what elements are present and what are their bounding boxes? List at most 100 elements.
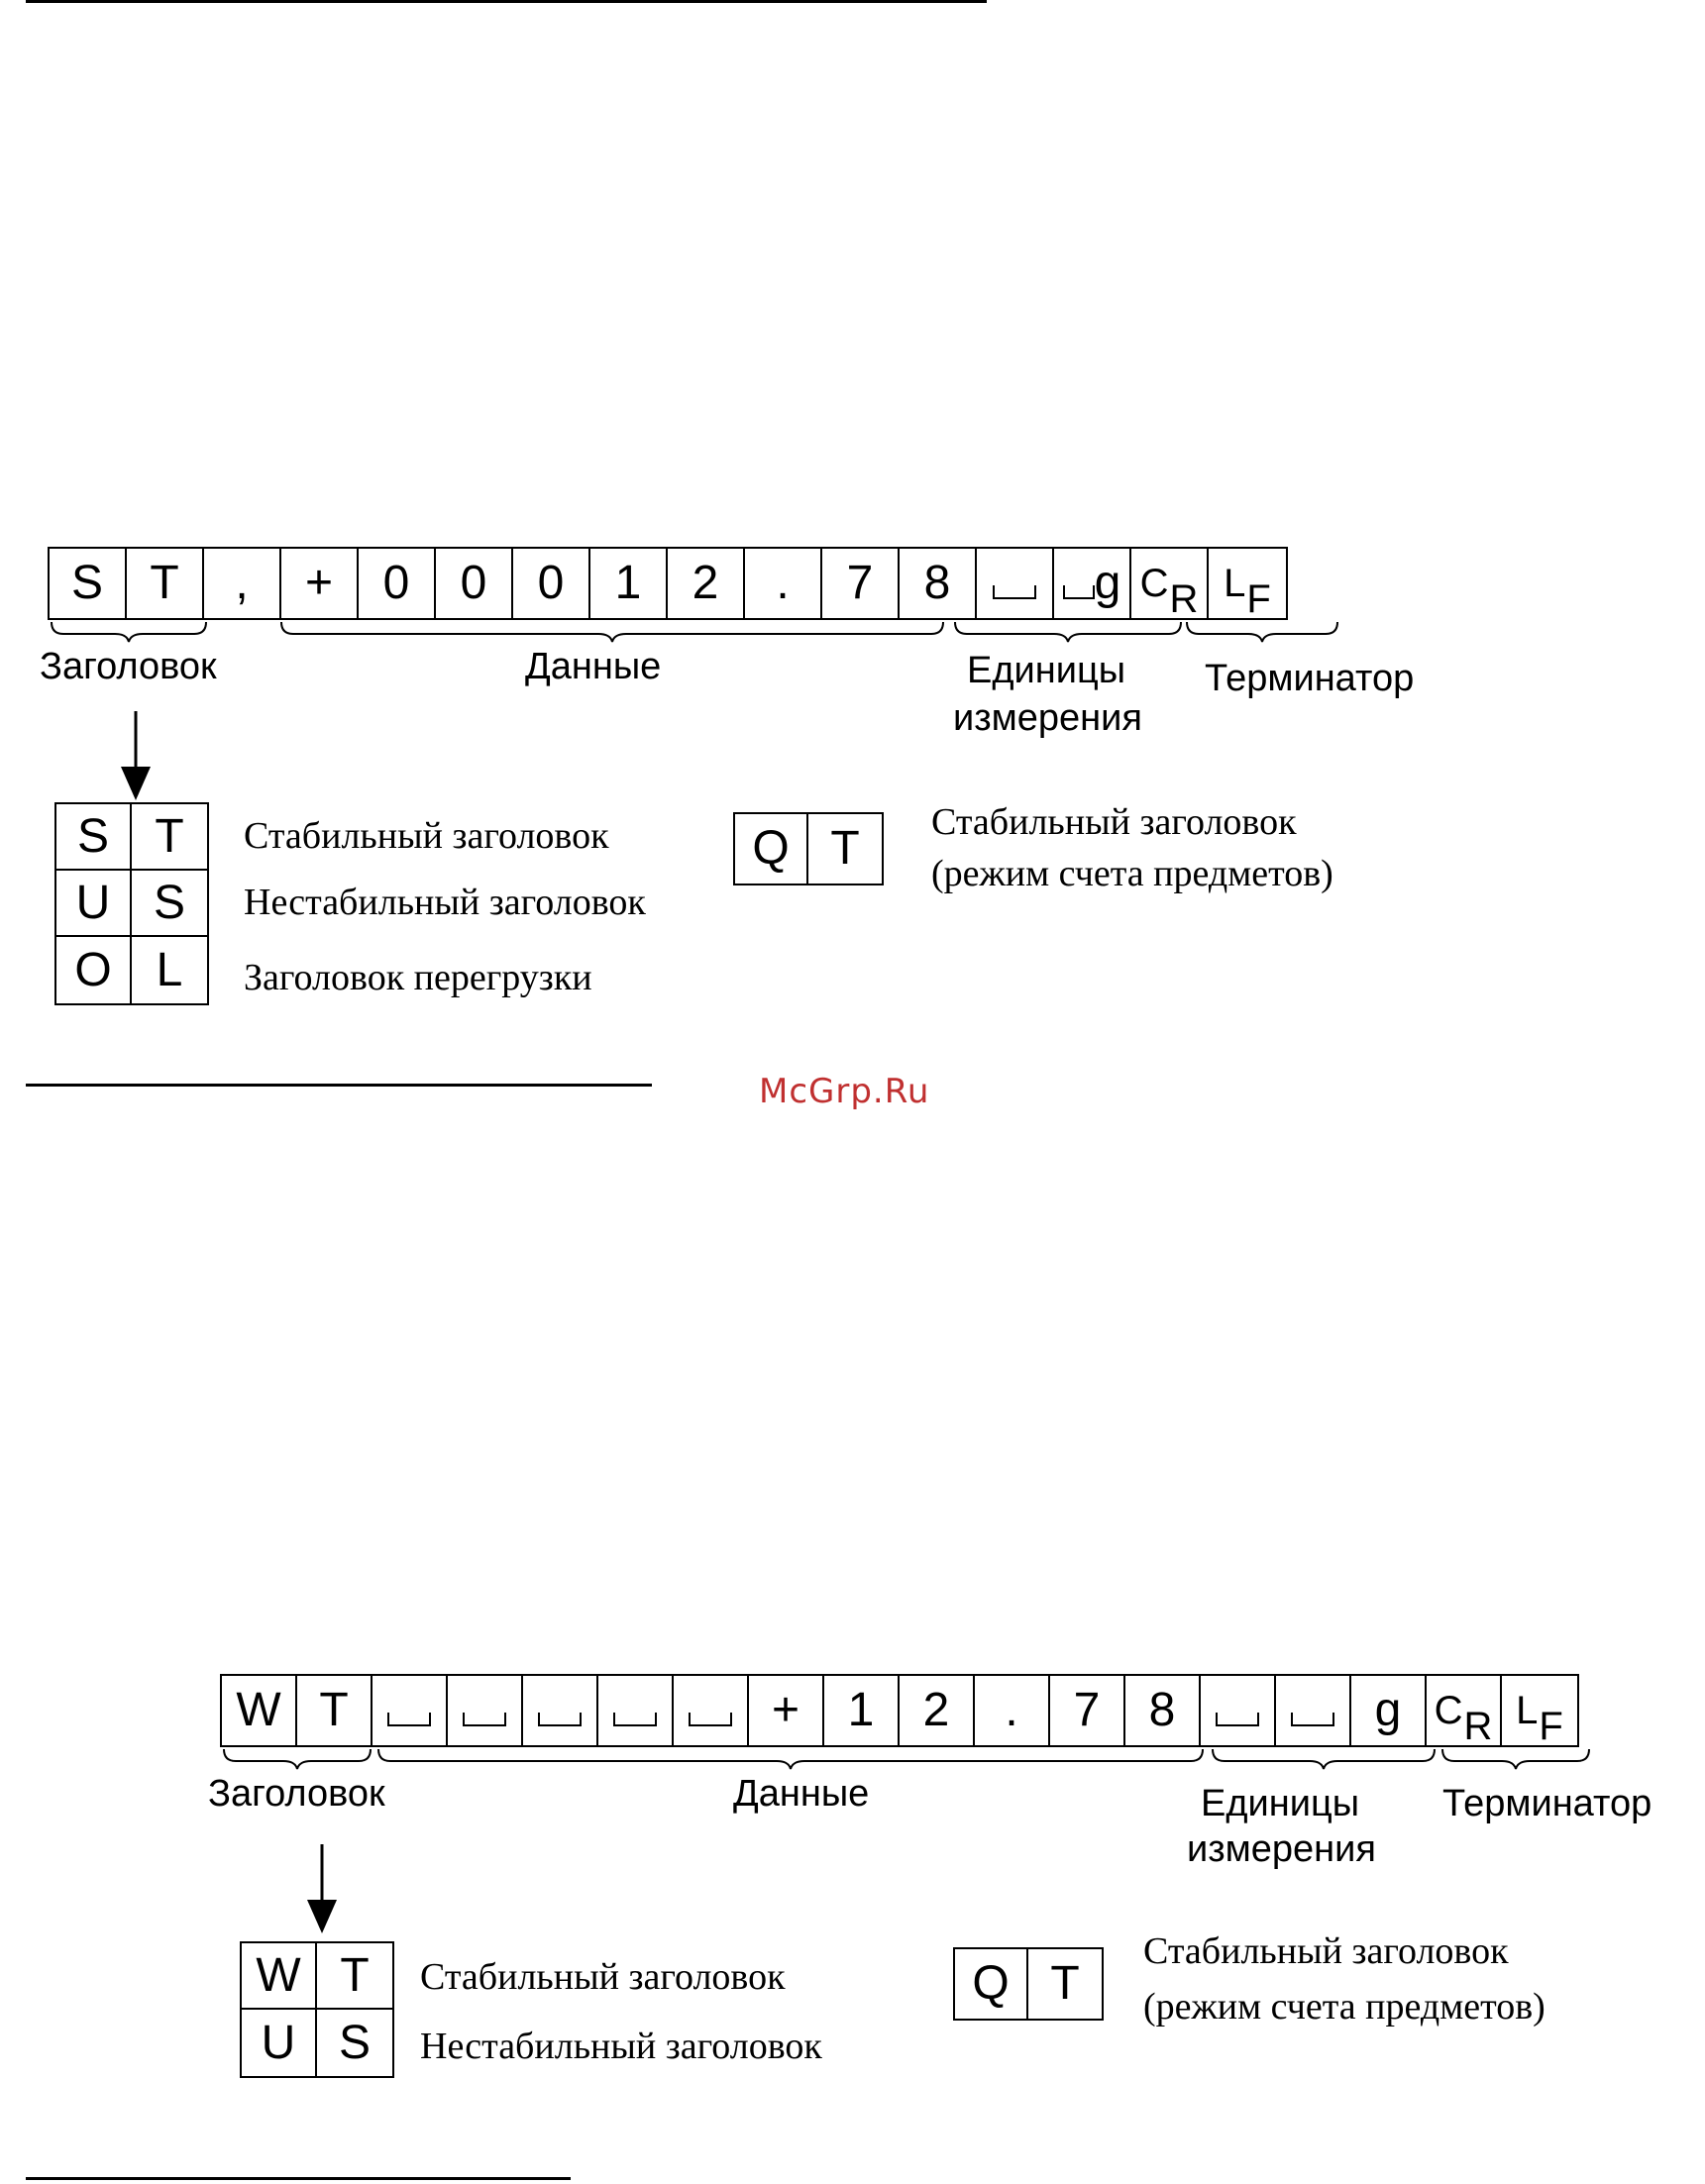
header-table-2: W T U S: [240, 1941, 394, 2078]
cell-decimal-point: .: [975, 1676, 1050, 1745]
header-cell: O: [56, 937, 132, 1003]
cell-space: [674, 1676, 749, 1745]
top-rule: [26, 0, 987, 3]
cell-space: [1276, 1676, 1351, 1745]
watermark: McGrp.Ru: [759, 1072, 930, 1111]
cell-space: [523, 1676, 598, 1745]
cell-char: T: [127, 549, 204, 618]
qt-desc-line2: (режим счета предметов): [1143, 1986, 1545, 2028]
header-cell: W: [242, 1943, 317, 2010]
cell-digit: 8: [1125, 1676, 1201, 1745]
brace-units-1: [954, 621, 1182, 643]
cell-digit: 0: [513, 549, 590, 618]
header-cell: U: [56, 871, 132, 937]
qt-box-2: Q T: [953, 1947, 1104, 2021]
header-desc-unstable: Нестабильный заголовок: [244, 882, 646, 923]
cell-digit: 2: [900, 1676, 975, 1745]
cell-sign: +: [281, 549, 359, 618]
cell-char: S: [50, 549, 127, 618]
space-icon: [1062, 585, 1095, 599]
brace-terminator-1: [1186, 621, 1338, 643]
cell-digit: 0: [436, 549, 513, 618]
header-cell: U: [242, 2010, 317, 2076]
space-icon: [689, 1713, 732, 1726]
middle-rule: [26, 1084, 652, 1087]
cell-digit: 0: [359, 549, 436, 618]
cell-digit: 2: [668, 549, 745, 618]
header-desc-stable: Стабильный заголовок: [244, 815, 609, 857]
cell-space: [373, 1676, 448, 1745]
space-icon: [538, 1713, 582, 1726]
header-cell: T: [317, 1943, 392, 2010]
cell-space: [1201, 1676, 1276, 1745]
arrow-down-icon: [121, 711, 151, 800]
label-units-line1: Единицы: [967, 650, 1126, 691]
qt-cell: Q: [735, 814, 808, 884]
header-desc-unstable: Нестабильный заголовок: [420, 2026, 822, 2067]
label-units-line2: измерения: [1187, 1828, 1376, 1870]
header-cell: S: [338, 2017, 371, 2069]
header-cell: L: [156, 944, 183, 996]
qt-box-1: Q T: [733, 812, 884, 885]
brace-units-2: [1212, 1748, 1436, 1770]
label-header: Заголовок: [40, 646, 217, 687]
brace-terminator-2: [1441, 1748, 1590, 1770]
cell-decimal-point: .: [745, 549, 822, 618]
cell-digit: 8: [900, 549, 977, 618]
label-units-line2: измерения: [953, 697, 1142, 739]
space-icon: [613, 1713, 657, 1726]
header-cell: T: [132, 804, 207, 871]
brace-data-2: [377, 1748, 1204, 1770]
qt-desc-line2: (режим счета предметов): [931, 853, 1333, 894]
qt-cell: T: [1050, 1957, 1080, 2010]
cell-space: [448, 1676, 523, 1745]
header-cell: S: [132, 871, 207, 937]
cell-digit: 1: [824, 1676, 900, 1745]
space-icon: [1291, 1713, 1334, 1726]
arrow-down-icon: [307, 1844, 337, 1933]
brace-header-1: [51, 621, 207, 643]
header-table-1: S T U S O L: [54, 802, 209, 1005]
label-terminator: Терминатор: [1205, 658, 1415, 699]
cell-char: W: [222, 1676, 297, 1745]
cell-space-unit: g: [1054, 549, 1131, 618]
qt-cell: T: [830, 822, 860, 875]
brace-data-1: [280, 621, 944, 643]
label-data: Данные: [733, 1773, 870, 1815]
space-icon: [1216, 1713, 1259, 1726]
cell-digit: 7: [822, 549, 900, 618]
label-header: Заголовок: [208, 1773, 385, 1815]
cell-digit: 1: [590, 549, 668, 618]
cell-space: [598, 1676, 674, 1745]
label-data: Данные: [525, 646, 662, 687]
unit-g: g: [1094, 557, 1121, 609]
cell-digit: 7: [1050, 1676, 1125, 1745]
header-desc-overload: Заголовок перегрузки: [244, 957, 592, 998]
qt-desc-line1: Стабильный заголовок: [931, 801, 1297, 843]
cell-comma: ,: [204, 549, 281, 618]
header-cell: S: [56, 804, 132, 871]
space-icon: [993, 585, 1036, 599]
brace-header-2: [223, 1748, 372, 1770]
space-icon: [463, 1713, 506, 1726]
qt-desc-line1: Стабильный заголовок: [1143, 1930, 1509, 1972]
space-icon: [387, 1713, 431, 1726]
label-units-line1: Единицы: [1201, 1783, 1360, 1824]
qt-cell: Q: [955, 1949, 1028, 2019]
label-terminator: Терминатор: [1442, 1783, 1652, 1824]
cell-sign: +: [749, 1676, 824, 1745]
header-desc-stable: Стабильный заголовок: [420, 1956, 786, 1998]
cell-unit: g: [1351, 1676, 1427, 1745]
bottom-rule: [26, 2177, 571, 2180]
cell-char: T: [297, 1676, 373, 1745]
